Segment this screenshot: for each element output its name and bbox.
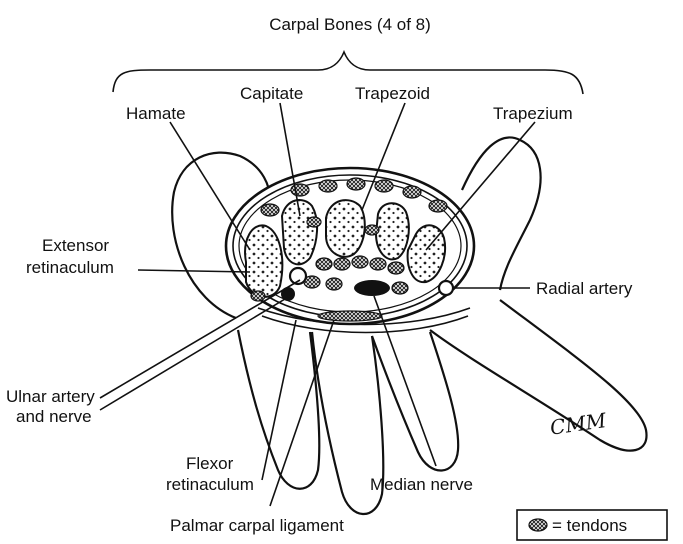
tendon: [370, 258, 386, 270]
label-extensor-retinaculum-2: retinaculum: [26, 258, 114, 277]
label-trapezoid: Trapezoid: [355, 84, 430, 103]
legend-label: = tendons: [552, 516, 627, 535]
label-trapezium: Trapezium: [493, 104, 573, 123]
second-trapezoid-segment: [376, 203, 409, 259]
label-flexor-retinaculum-1: Flexor: [186, 454, 234, 473]
tendon: [334, 258, 350, 270]
tendon: [251, 291, 265, 301]
tendon: [347, 178, 365, 190]
palmar-carpal-ligament-band: [318, 311, 382, 321]
legend-box: = tendons: [517, 510, 667, 540]
label-palmar-carpal-ligament: Palmar carpal ligament: [170, 516, 344, 535]
tendon: [326, 278, 342, 290]
tendon: [429, 200, 447, 212]
label-ulnar-artery-2: and nerve: [16, 407, 92, 426]
carpal-bones-brace: [113, 52, 583, 94]
label-ulnar-artery-1: Ulnar artery: [6, 387, 95, 406]
tendon: [388, 262, 404, 274]
tendon: [307, 217, 321, 227]
tendon-legend-icon: [529, 519, 547, 531]
label-flexor-retinaculum-2: retinaculum: [166, 475, 254, 494]
label-hamate: Hamate: [126, 104, 186, 123]
tendon: [375, 180, 393, 192]
label-extensor-retinaculum-1: Extensor: [42, 236, 109, 255]
tendon: [316, 258, 332, 270]
tendon: [392, 282, 408, 294]
tendon: [352, 256, 368, 268]
tendon: [261, 204, 279, 216]
tendon: [365, 225, 379, 235]
tendon: [291, 184, 309, 196]
tendon: [319, 180, 337, 192]
radial-artery: [439, 281, 453, 295]
median-nerve: [354, 280, 390, 296]
label-median-nerve: Median nerve: [370, 475, 473, 494]
tendon: [403, 186, 421, 198]
label-radial-artery: Radial artery: [536, 279, 633, 298]
trapezoid-bone: [326, 200, 365, 257]
hamate-bone: [245, 225, 282, 296]
label-capitate: Capitate: [240, 84, 303, 103]
diagram-title: Carpal Bones (4 of 8): [269, 15, 431, 34]
